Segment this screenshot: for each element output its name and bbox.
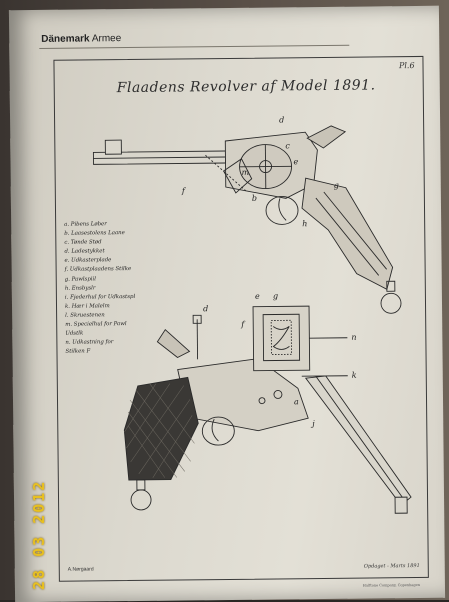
legend-item: Stilken F [65,347,175,357]
header-rule [39,45,349,49]
label-a-lower: a [294,397,299,406]
label-e-upper: e [293,157,298,166]
label-g-lower: g [273,291,278,300]
camera-date-stamp: 28 03 2012 [30,440,54,590]
technical-plate: Pl.6 Flaadens Revolver af Model 1891. [53,56,428,582]
label-g-upper: g [334,181,339,190]
header-country: Dänemark [41,33,89,45]
label-d-upper: d [279,115,284,124]
label-e-lower: e [255,292,260,301]
label-m-upper: m [242,168,250,177]
label-h-upper: h [302,219,307,228]
plate-date-note: Opdaget - Marts 1891 [364,563,420,570]
plate-printer-note: Halftone Company, Copenhagen [363,583,420,588]
plate-signature: A.Nørgaard [68,566,94,572]
page-header: Dänemark Armee [41,33,121,45]
parts-legend: a. Pibens Løber b. Laasestolens Laane c.… [64,220,175,358]
label-j-lower: j [310,419,315,428]
label-n-lower: n [351,333,356,342]
label-f-upper: f [181,186,187,195]
label-f-lower: f [240,320,246,329]
label-c-upper: c [285,141,290,150]
header-section: Armee [92,33,122,44]
label-d-lower: d [203,304,208,313]
label-k-lower: k [352,371,357,380]
label-b-upper: b [252,194,257,203]
book-page: Dänemark Armee Pl.6 Flaadens Revolver af… [9,6,445,602]
